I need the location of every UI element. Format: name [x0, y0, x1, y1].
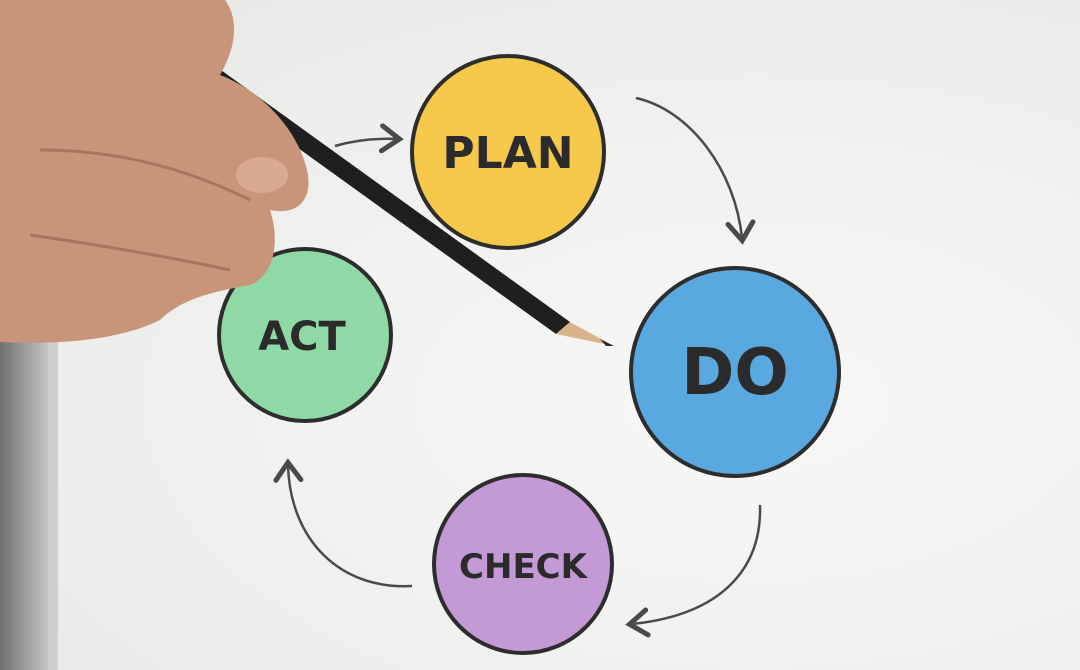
act-circle — [217, 247, 393, 423]
hand-shape — [0, 0, 309, 343]
finger-crease — [29, 233, 231, 272]
paper-edge-shadow — [48, 335, 58, 670]
do-label: DO — [681, 336, 789, 410]
arrow-act-to-plan — [334, 123, 404, 154]
act-label: ACT — [258, 314, 346, 360]
arrow-plan-to-do — [635, 96, 756, 245]
arrow-check-to-act — [273, 458, 413, 588]
do-circle — [629, 266, 841, 478]
pencil-point — [600, 339, 614, 346]
fingernail — [236, 157, 288, 193]
plan-label: PLAN — [442, 128, 573, 179]
hand — [0, 0, 309, 343]
finger-crease — [39, 148, 251, 202]
check-circle — [432, 473, 614, 655]
pencil-tip — [556, 322, 614, 346]
check-label: CHECK — [459, 547, 589, 587]
plan-circle — [410, 54, 606, 250]
arrow-do-to-check — [625, 504, 762, 638]
